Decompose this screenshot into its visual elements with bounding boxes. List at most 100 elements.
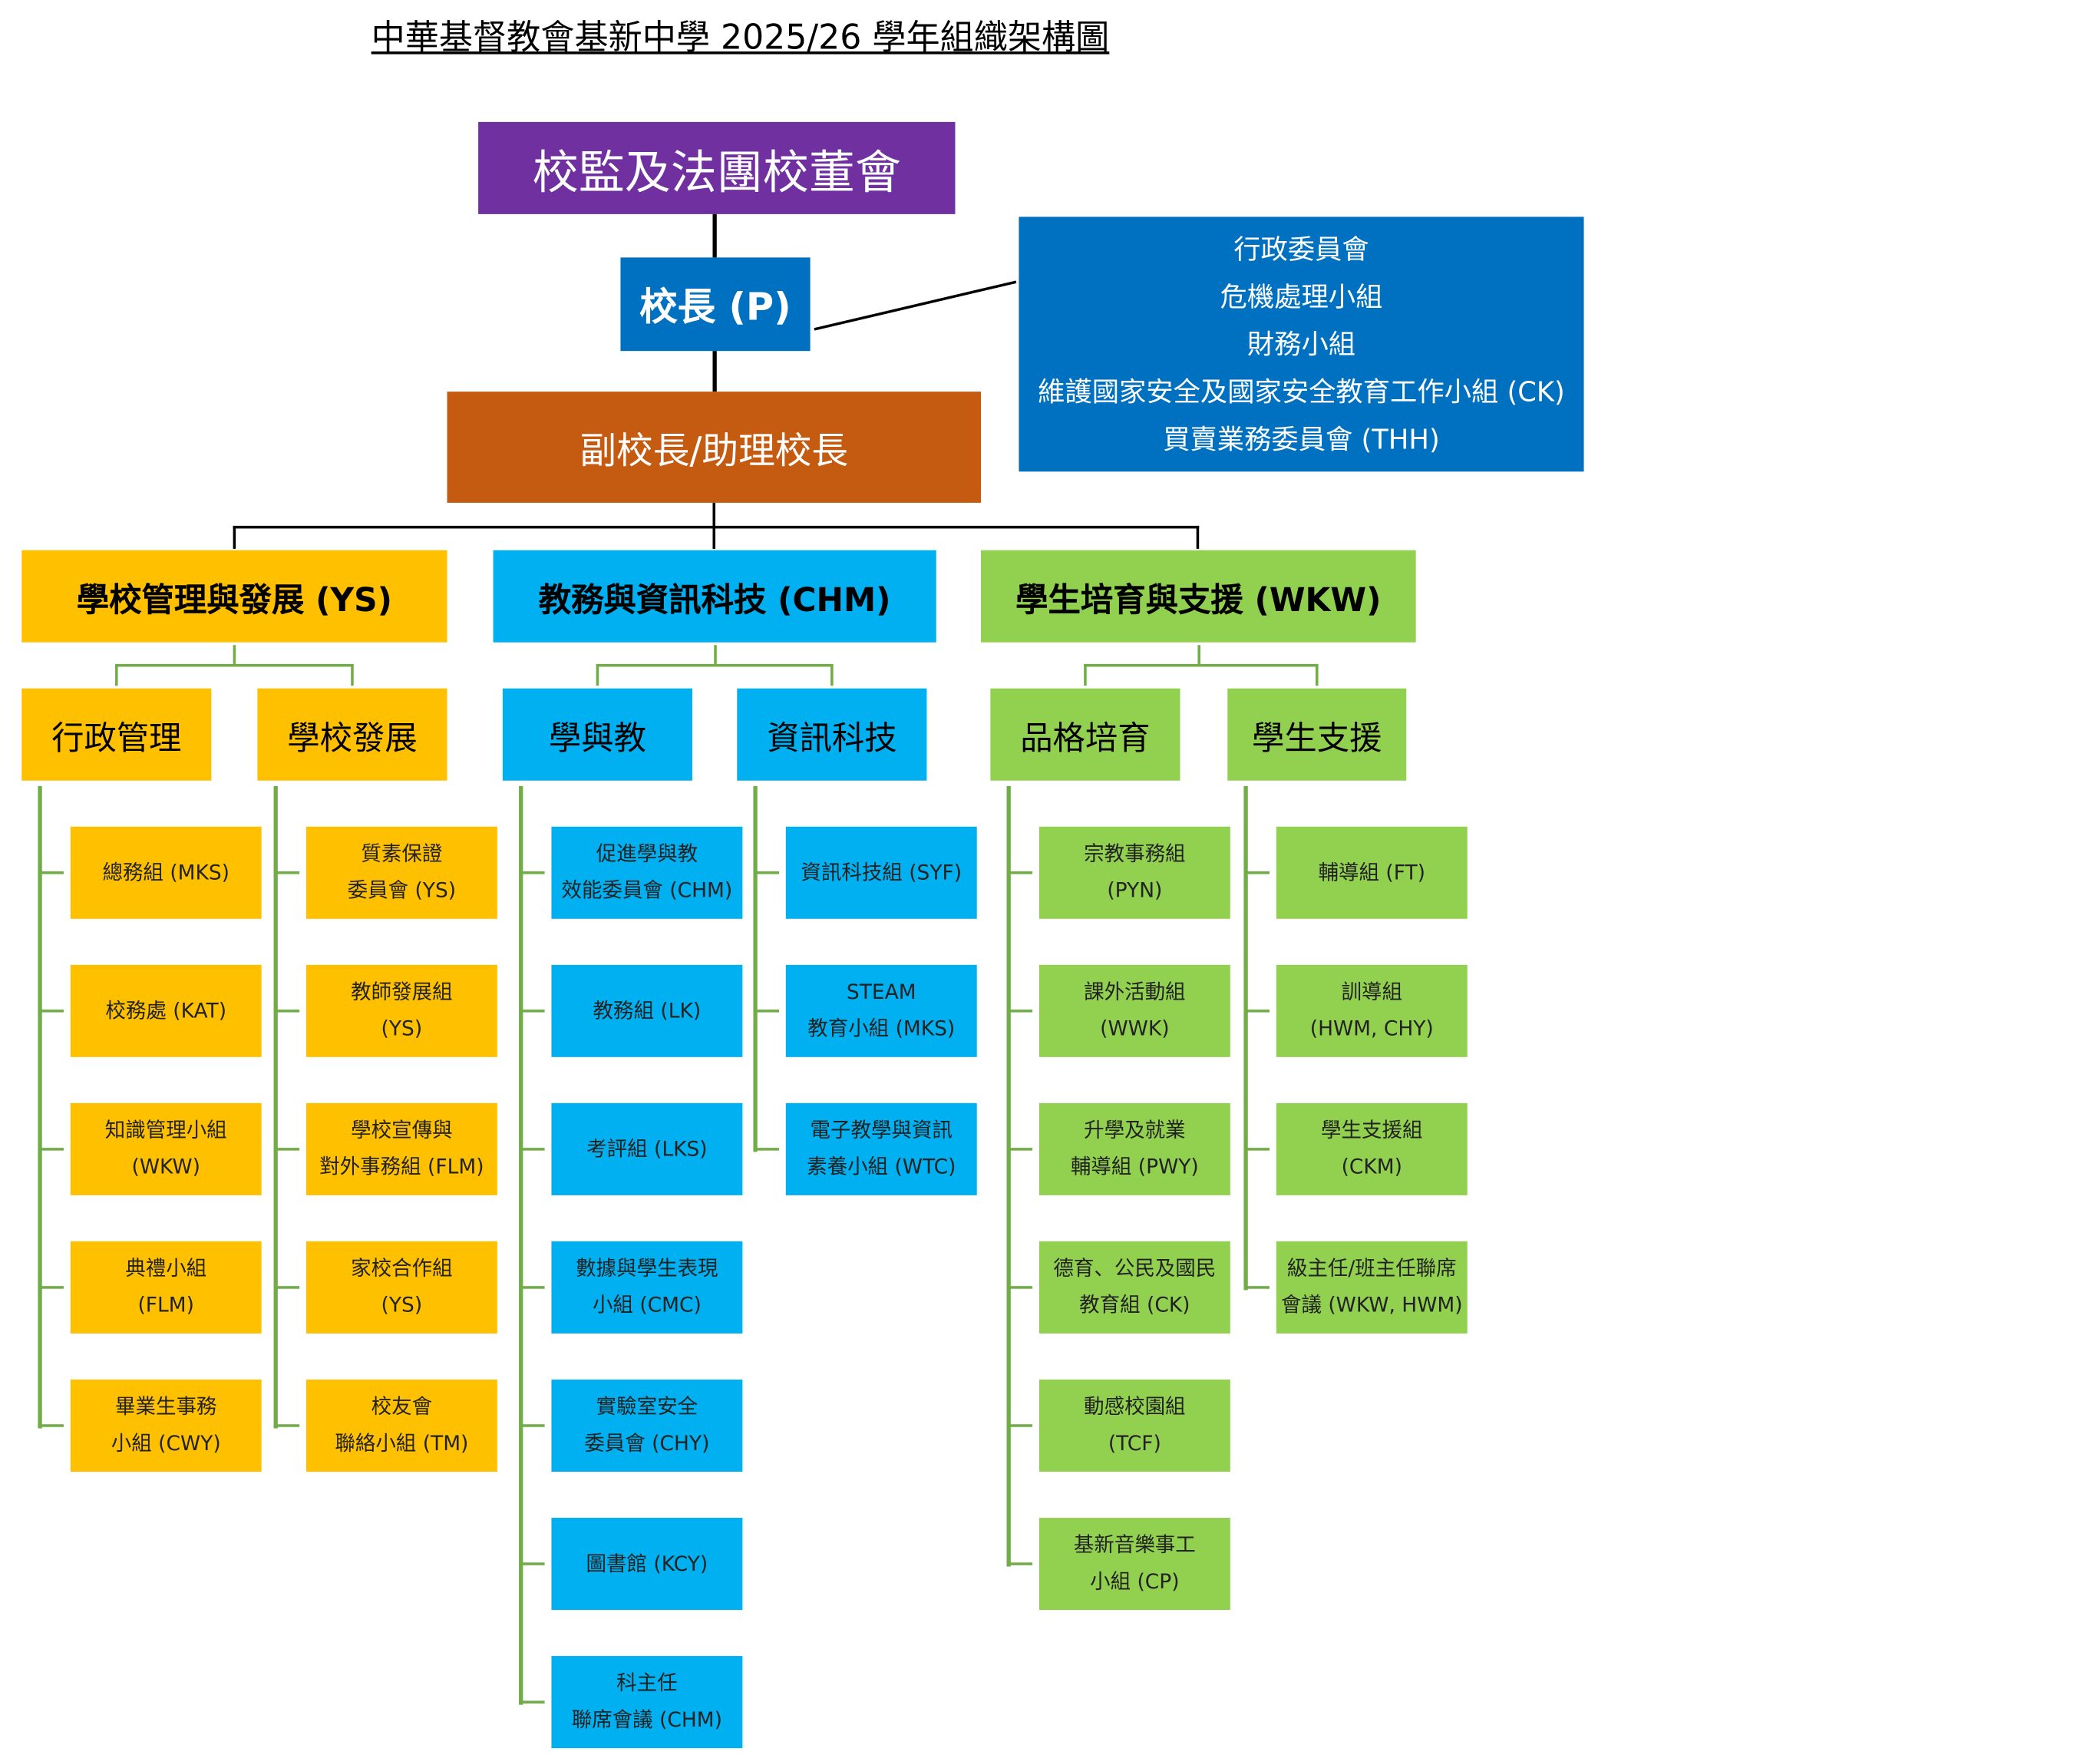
connector xyxy=(273,785,278,1429)
team-label: 典禮小組 xyxy=(125,1256,207,1281)
team-label: (CKM) xyxy=(1341,1154,1402,1179)
team-label: 聯席會議 (CHM) xyxy=(571,1707,722,1732)
connector xyxy=(712,213,717,258)
team-box: 知識管理小組(WKW) xyxy=(70,1102,262,1195)
team-box: 典禮小組 (FLM) xyxy=(70,1241,262,1334)
connector xyxy=(753,1010,779,1013)
team-box: 升學及就業輔導組 (PWY) xyxy=(1038,1102,1230,1195)
team-box: 實驗室安全委員會 (CHY) xyxy=(551,1379,743,1472)
team-label: 質素保證 xyxy=(361,841,443,866)
connector xyxy=(753,785,758,1152)
team-box: 基新音樂事工小組 (CP) xyxy=(1038,1518,1230,1611)
team-label: 課外活動組 xyxy=(1084,980,1186,1005)
team-label: STEAM xyxy=(846,980,916,1005)
team-label: 會議 (WKW, HWM) xyxy=(1280,1293,1463,1317)
team-label: 教師發展組 xyxy=(351,980,453,1005)
vice-principal-box: 副校長/助理校長 xyxy=(447,392,982,503)
connector xyxy=(519,785,523,1705)
team-label: (WKW) xyxy=(131,1154,200,1179)
connector xyxy=(1006,785,1011,1567)
team-box: 資訊科技組 (SYF) xyxy=(785,826,977,919)
connector xyxy=(1196,525,1200,549)
connector xyxy=(1243,1148,1270,1151)
team-label: (YS) xyxy=(381,1293,423,1317)
connector xyxy=(596,663,834,667)
team-label: 輔導組 (FT) xyxy=(1318,860,1425,884)
team-label: (FLM) xyxy=(137,1293,194,1317)
team-label: 升學及就業 xyxy=(1084,1118,1186,1143)
connector xyxy=(1243,1286,1270,1289)
connector xyxy=(519,1562,545,1565)
team-label: 委員會 (YS) xyxy=(347,878,457,903)
team-label: 數據與學生表現 xyxy=(576,1256,718,1281)
committee-item: 買賣業務委員會 (THH) xyxy=(1163,421,1440,455)
committee-connector xyxy=(814,280,1017,331)
team-label: 總務組 (MKS) xyxy=(102,860,230,884)
division-box: 教務與資訊科技 (CHM) xyxy=(493,550,936,643)
connector xyxy=(351,663,354,686)
team-box: 宗教事務組 (PYN) xyxy=(1038,826,1230,919)
team-label: (PYN) xyxy=(1107,878,1163,903)
team-box: 訓導組(HWM, CHY) xyxy=(1276,964,1468,1057)
connector xyxy=(1006,1148,1033,1151)
team-label: 委員會 (CHY) xyxy=(584,1431,710,1456)
team-label: 宗教事務組 xyxy=(1084,841,1186,866)
connector xyxy=(1006,1562,1033,1565)
team-box: 圖書館 (KCY) xyxy=(551,1518,743,1611)
committee-item: 行政委員會 xyxy=(1233,232,1369,266)
team-label: 學校宣傳與 xyxy=(351,1118,453,1143)
team-label: 小組 (CMC) xyxy=(592,1293,702,1317)
committee-item: 維護國家安全及國家安全教育工作小組 (CK) xyxy=(1038,375,1565,408)
team-label: 對外事務組 (FLM) xyxy=(319,1154,484,1179)
team-box: 校務處 (KAT) xyxy=(70,964,262,1057)
connector xyxy=(519,1286,545,1289)
team-label: 資訊科技組 (SYF) xyxy=(801,860,963,884)
team-box: 學校宣傳與對外事務組 (FLM) xyxy=(305,1102,497,1195)
division-box: 學生培育與支援 (WKW) xyxy=(981,550,1416,643)
connector xyxy=(38,1010,64,1013)
connector xyxy=(115,663,118,686)
connector xyxy=(830,663,834,686)
group-box: 學與教 xyxy=(502,688,693,781)
connector xyxy=(273,1424,300,1427)
team-label: 基新音樂事工 xyxy=(1073,1532,1196,1558)
team-label: 素養小組 (WTC) xyxy=(807,1154,956,1179)
team-box: 考評組 (LKS) xyxy=(551,1102,743,1195)
connector xyxy=(1243,785,1248,1291)
team-label: 教育組 (CK) xyxy=(1079,1293,1190,1317)
team-box: 總務組 (MKS) xyxy=(70,826,262,919)
connector xyxy=(233,645,236,664)
team-label: 級主任/班主任聯席 xyxy=(1286,1256,1457,1281)
team-label: 校友會 xyxy=(371,1394,433,1420)
connector xyxy=(1243,871,1270,874)
connector xyxy=(1084,663,1087,686)
team-label: (YS) xyxy=(381,1016,423,1041)
connector xyxy=(1316,663,1319,686)
division-box: 學校管理與發展 (YS) xyxy=(21,550,447,643)
team-box: 教務組 (LK) xyxy=(551,964,743,1057)
team-label: 教務組 (LK) xyxy=(593,998,702,1023)
team-label: 促進學與教 xyxy=(596,841,698,866)
team-label: 畢業生事務 xyxy=(115,1394,217,1420)
connector xyxy=(38,785,42,1429)
team-label: 效能委員會 (CHM) xyxy=(561,878,733,903)
connector xyxy=(115,663,354,667)
group-box: 資訊科技 xyxy=(737,688,927,781)
connector xyxy=(273,1286,300,1289)
team-label: (HWM, CHY) xyxy=(1309,1016,1434,1041)
team-box: 教師發展組 (YS) xyxy=(305,964,497,1057)
team-box: 科主任聯席會議 (CHM) xyxy=(551,1656,743,1749)
team-box: 輔導組 (FT) xyxy=(1276,826,1468,919)
team-label: 家校合作組 xyxy=(351,1256,453,1281)
team-box: 德育、公民及國民教育組 (CK) xyxy=(1038,1241,1230,1334)
team-box: 質素保證委員會 (YS) xyxy=(305,826,497,919)
connector xyxy=(712,351,717,392)
committees-box: 行政委員會危機處理小組財務小組維護國家安全及國家安全教育工作小組 (CK)買賣業… xyxy=(1019,216,1584,472)
team-label: 實驗室安全 xyxy=(596,1394,698,1420)
connector xyxy=(519,1424,545,1427)
team-label: 輔導組 (PWY) xyxy=(1070,1154,1199,1179)
group-box: 行政管理 xyxy=(21,688,212,781)
team-label: (TCF) xyxy=(1108,1431,1161,1456)
connector xyxy=(38,1424,64,1427)
team-label: 聯絡小組 (TM) xyxy=(335,1431,469,1456)
